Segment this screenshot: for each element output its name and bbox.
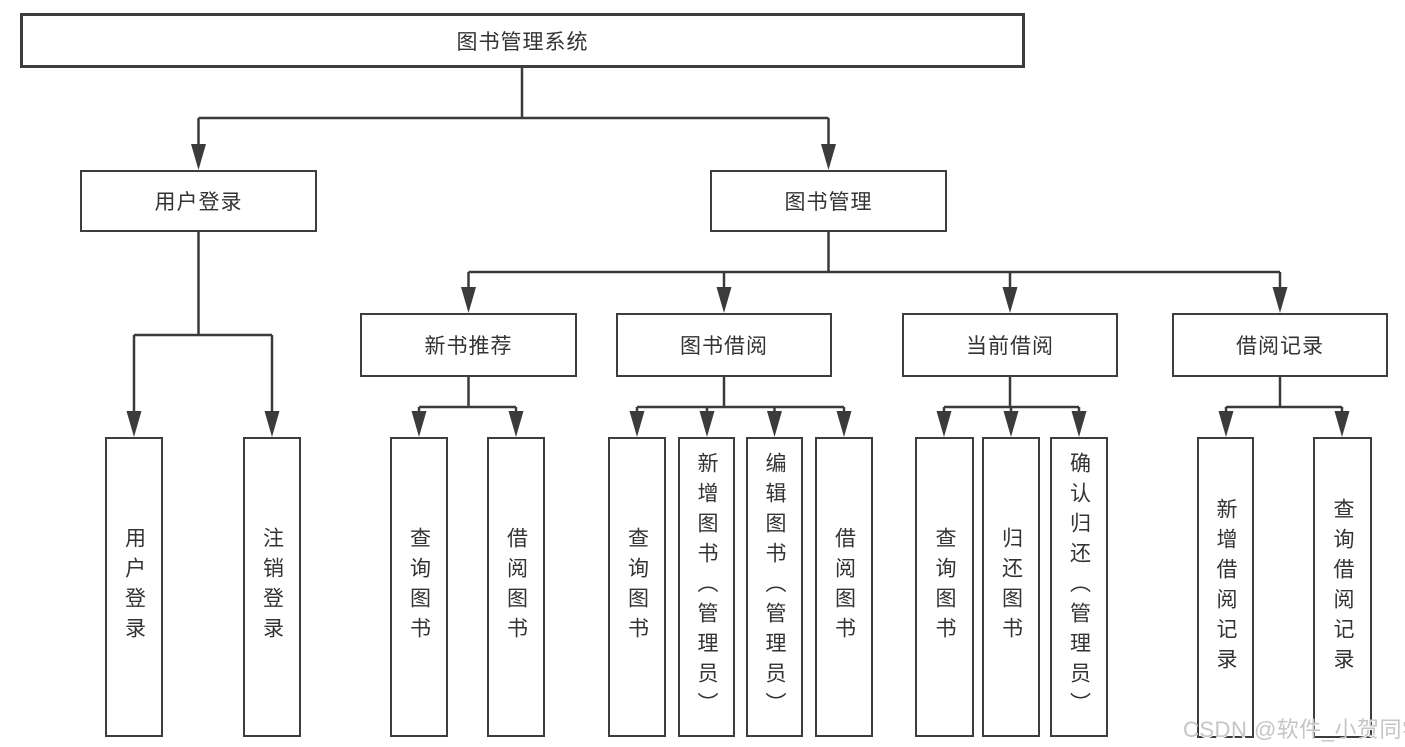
- leaf-add-book-admin: 新增图书（管理员）: [678, 437, 735, 737]
- leaf-user-login: 用户登录: [105, 437, 163, 737]
- leaf-return-book: 归还图书: [982, 437, 1040, 737]
- leaf-borrow-book-recommend: 借阅图书: [487, 437, 545, 737]
- node-new-book-recommend-label: 新书推荐: [424, 335, 513, 358]
- node-user-login-label: 用户登录: [154, 191, 243, 214]
- node-new-book-recommend: 新书推荐: [360, 313, 577, 377]
- arrowheads: [126, 144, 1350, 437]
- leaf-query-book-current: 查询图书: [915, 437, 974, 737]
- leaf-query-book-recommend-label: 查询图书: [407, 527, 431, 647]
- leaf-borrow-book: 借阅图书: [815, 437, 873, 737]
- node-book-borrowing-label: 图书借阅: [680, 335, 768, 358]
- leaf-query-book-borrow-label: 查询图书: [625, 527, 649, 647]
- leaf-return-book-label: 归还图书: [999, 527, 1023, 647]
- node-current-borrowing: 当前借阅: [902, 313, 1118, 377]
- leaf-user-login-label: 用户登录: [122, 527, 146, 647]
- leaf-query-borrow-record: 查询借阅记录: [1313, 437, 1372, 738]
- leaf-add-book-admin-label: 新增图书（管理员）: [695, 452, 719, 722]
- node-library-system: 图书管理系统: [20, 13, 1025, 68]
- leaf-query-book-recommend: 查询图书: [390, 437, 448, 737]
- csdn-watermark: CSDN @软件_小贺同学: [1183, 717, 1405, 742]
- node-book-management: 图书管理: [710, 170, 947, 232]
- node-user-login: 用户登录: [80, 170, 317, 232]
- leaf-query-borrow-record-label: 查询借阅记录: [1331, 497, 1355, 678]
- leaf-borrow-book-recommend-label: 借阅图书: [504, 527, 528, 647]
- leaf-edit-book-admin-label: 编辑图书（管理员）: [763, 452, 787, 722]
- leaf-confirm-return-admin-label: 确认归还（管理员）: [1067, 452, 1091, 722]
- leaf-borrow-book-label: 借阅图书: [832, 527, 856, 647]
- node-borrowing-records-label: 借阅记录: [1236, 335, 1324, 358]
- node-library-system-label: 图书管理系统: [456, 30, 589, 54]
- node-current-borrowing-label: 当前借阅: [966, 335, 1054, 358]
- leaf-add-borrow-record: 新增借阅记录: [1197, 437, 1254, 738]
- leaf-query-book-borrow: 查询图书: [608, 437, 666, 737]
- leaf-logout: 注销登录: [243, 437, 301, 737]
- leaf-logout-label: 注销登录: [260, 527, 284, 647]
- node-book-borrowing: 图书借阅: [616, 313, 832, 377]
- leaf-confirm-return-admin: 确认归还（管理员）: [1050, 437, 1108, 737]
- leaf-add-borrow-record-label: 新增借阅记录: [1214, 497, 1238, 678]
- node-borrowing-records: 借阅记录: [1172, 313, 1388, 377]
- node-book-management-label: 图书管理: [784, 191, 873, 214]
- leaf-edit-book-admin: 编辑图书（管理员）: [746, 437, 803, 737]
- leaf-query-book-current-label: 查询图书: [933, 527, 957, 647]
